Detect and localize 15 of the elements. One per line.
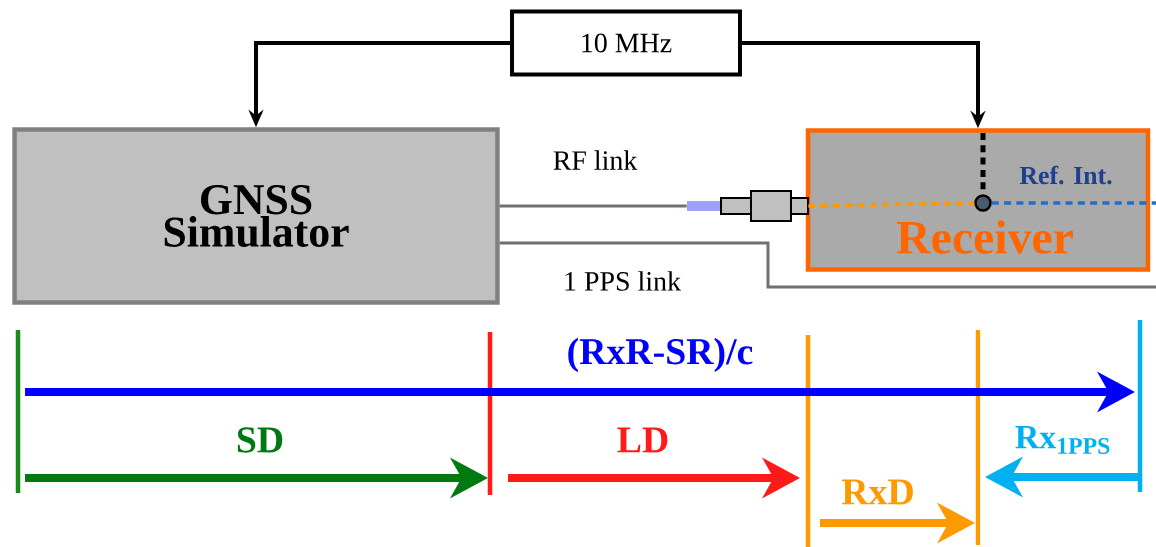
signal-box: 10 MHz bbox=[510, 9, 742, 77]
connector-line bbox=[808, 201, 975, 208]
connector-line bbox=[991, 201, 1156, 205]
delay-label: Rx$_{1PPS}$ bbox=[1015, 426, 1110, 454]
delay-label: RxD bbox=[841, 479, 913, 505]
simulator-box: GNSS Simulator bbox=[12, 127, 500, 305]
edge-label: 1 PPS link bbox=[561, 269, 683, 293]
reference-label: Ref. Int. bbox=[1019, 165, 1112, 185]
connector-line bbox=[499, 204, 687, 208]
delay-label: (RxR-SR)/c bbox=[568, 337, 753, 373]
connector-line bbox=[499, 241, 1156, 289]
delay-label: SD bbox=[237, 427, 283, 453]
edge-label: RF link bbox=[550, 148, 640, 172]
delay-label: LD bbox=[617, 427, 668, 453]
connector-drawing bbox=[687, 190, 809, 222]
